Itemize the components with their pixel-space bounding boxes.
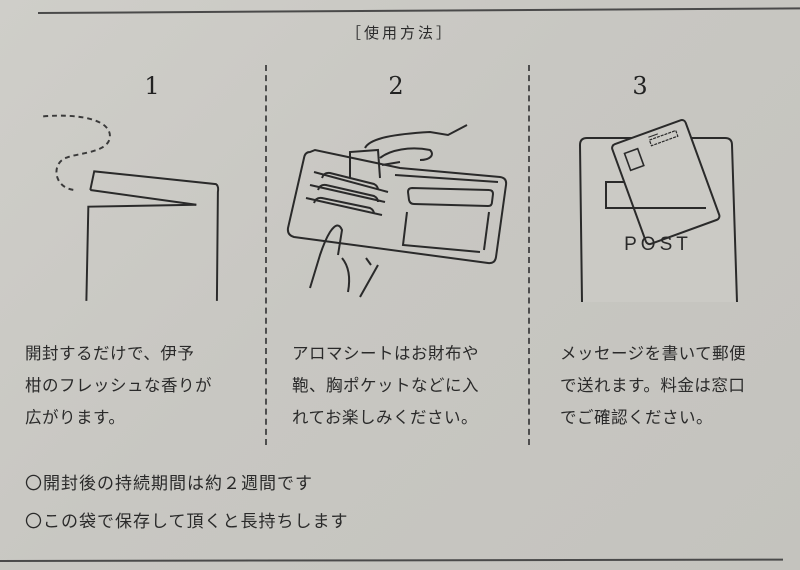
text-line: 開封するだけで、伊予 <box>25 344 195 363</box>
step-3-description: メッセージを書いて郵便 で送れます。料金は窓口 でご確認ください。 <box>560 338 746 434</box>
postbox-with-postcard-icon: POST <box>578 119 738 303</box>
text-line: 鞄、胸ポケットなどに入 <box>292 376 479 395</box>
column-divider-1 <box>265 65 267 445</box>
column-divider-2 <box>528 65 530 445</box>
text-line: アロマシートはお財布や <box>292 344 479 363</box>
text-line: れてお楽しみください。 <box>292 408 479 427</box>
text-line: 広がります。 <box>25 408 126 427</box>
step-1-number: 1 <box>144 72 160 100</box>
usage-notes: 〇開封後の持続期間は約２週間です 〇この袋で保存して頂くと長持ちします <box>25 465 349 541</box>
step-2-description: アロマシートはお財布や 鞄、胸ポケットなどに入 れてお楽しみください。 <box>292 338 479 434</box>
page-title: ［使用方法］ <box>345 24 454 42</box>
wallet-with-aroma-sheet-icon <box>286 124 508 298</box>
note-duration: 〇開封後の持続期間は約２週間です <box>25 474 313 494</box>
step-3-number: 3 <box>632 72 648 100</box>
text-line: メッセージを書いて郵便 <box>560 344 747 363</box>
text-line: で送れます。料金は窓口 <box>560 376 746 395</box>
post-label: POST <box>624 234 692 255</box>
step-2-number: 2 <box>388 72 404 100</box>
step-1-description: 開封するだけで、伊予 柑のフレッシュな香りが 広がります。 <box>25 338 212 434</box>
text-line: でご確認ください。 <box>560 408 713 427</box>
text-line: 柑のフレッシュな香りが <box>25 376 212 395</box>
note-storage: 〇この袋で保存して頂くと長持ちします <box>25 512 349 532</box>
opened-pouch-with-scent-icon <box>43 114 220 301</box>
